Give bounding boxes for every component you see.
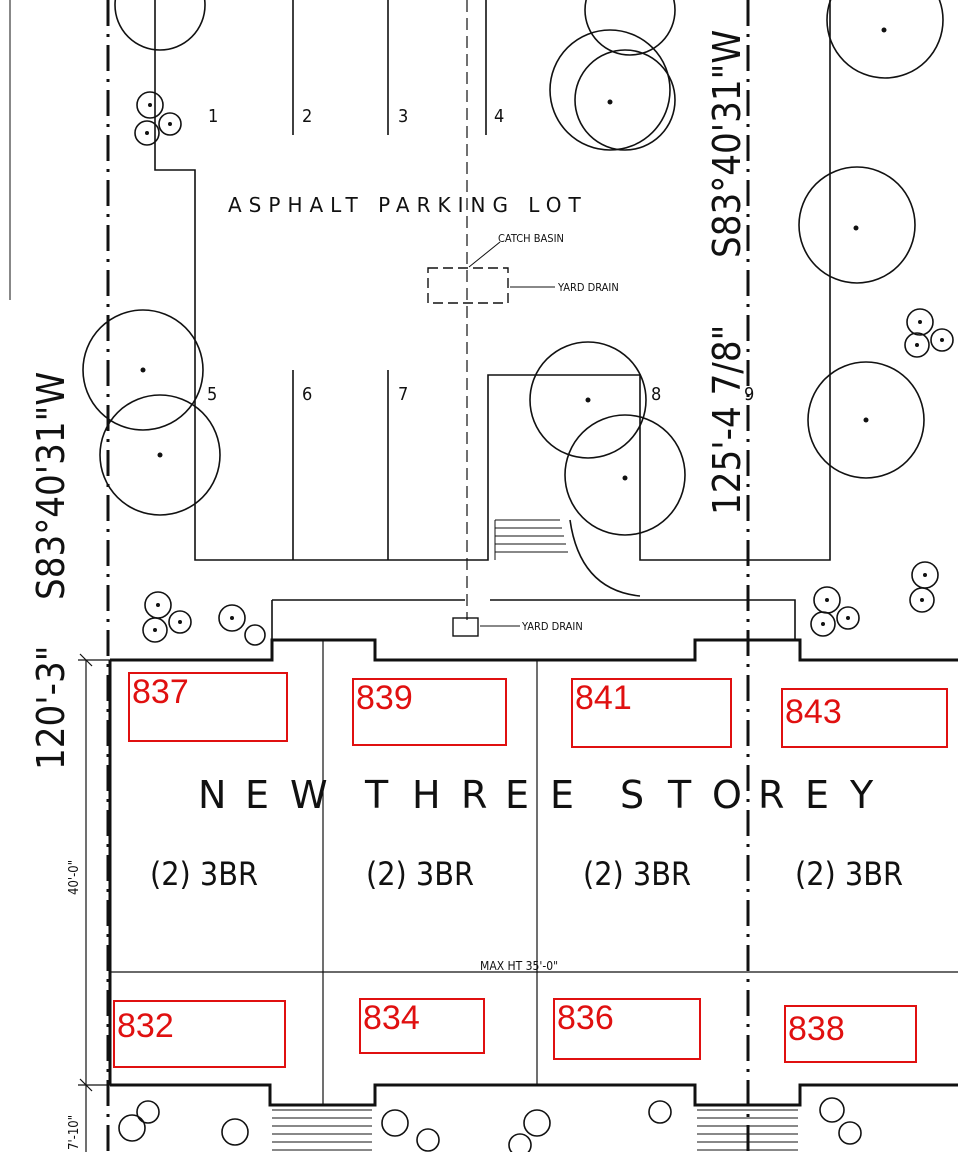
- yard-drain-label: YARD DRAIN: [557, 281, 619, 294]
- building-footprint: [108, 638, 958, 1151]
- tree-centers: [140, 27, 944, 632]
- unit-label: (2) 3BR: [583, 855, 691, 893]
- title-letter: O: [712, 773, 742, 817]
- left-length: 120'-3": [29, 646, 73, 770]
- stall-number: 5: [207, 384, 217, 405]
- catch-basin-label: CATCH BASIN: [498, 232, 564, 245]
- title-letter: E: [245, 773, 269, 817]
- address-number: 838: [788, 1010, 845, 1048]
- stall-dividers: [292, 0, 487, 560]
- address-label-839: 839: [352, 678, 507, 746]
- title-letter: T: [364, 773, 389, 817]
- title-letter: Y: [849, 773, 874, 817]
- unit-label: (2) 3BR: [795, 855, 903, 893]
- title-letter: S: [620, 773, 644, 817]
- title-letter: N: [198, 773, 226, 817]
- depth-dimension: 40'-0": [67, 860, 82, 895]
- left-bearing: S83°40'31"W: [29, 372, 73, 600]
- stall-number: 1: [208, 106, 218, 127]
- address-label-832: 832: [113, 1000, 286, 1068]
- yard-drain-label: YARD DRAIN: [521, 620, 583, 633]
- parking-lot-outline: [154, 0, 831, 640]
- address-number: 843: [785, 693, 842, 731]
- stall-number: 2: [302, 106, 312, 127]
- address-label-838: 838: [784, 1005, 917, 1063]
- stall-numbers: 1 2 3 4 5 6 7 8 9: [207, 106, 754, 405]
- address-number: 839: [356, 679, 413, 717]
- stall-number: 3: [398, 106, 408, 127]
- stall-number: 7: [398, 384, 408, 405]
- stall-number: 4: [494, 106, 504, 127]
- address-number: 836: [557, 999, 614, 1037]
- unit-labels: (2) 3BR (2) 3BR (2) 3BR (2) 3BR: [150, 855, 903, 893]
- drain-system: [427, 0, 555, 637]
- address-label-837: 837: [128, 672, 288, 742]
- parking-lot-label: ASPHALT PARKING LOT: [228, 193, 588, 217]
- dimension-line: [78, 653, 110, 1152]
- property-lines: [9, 0, 750, 1152]
- right-length: 125'-4 7/8": [705, 325, 749, 515]
- unit-label: (2) 3BR: [366, 855, 474, 893]
- address-label-843: 843: [781, 688, 948, 748]
- trees: [82, 0, 954, 1152]
- right-bearing: S83°40'31"W: [705, 30, 749, 258]
- unit-label: (2) 3BR: [150, 855, 258, 893]
- address-label-836: 836: [553, 998, 701, 1060]
- title-letter: E: [805, 773, 829, 817]
- title-letter: W: [290, 773, 328, 817]
- address-number: 841: [575, 679, 632, 717]
- address-number: 832: [117, 1007, 174, 1045]
- stall-number: 9: [744, 384, 754, 405]
- address-label-834: 834: [359, 998, 485, 1054]
- title-letter: R: [758, 773, 784, 817]
- stall-number: 6: [302, 384, 312, 405]
- title-letter: E: [505, 773, 529, 817]
- address-number: 837: [132, 673, 189, 711]
- max-height-label: MAX HT 35'-0": [480, 959, 558, 973]
- address-number: 834: [363, 999, 420, 1037]
- building-title: N E W T H R E E S T O R E Y: [198, 773, 874, 817]
- title-letter: R: [461, 773, 487, 817]
- title-letter: E: [550, 773, 574, 817]
- address-label-841: 841: [571, 678, 732, 748]
- stall-number: 8: [651, 384, 661, 405]
- setback-dimension: 7'-10": [67, 1115, 82, 1150]
- title-letter: T: [667, 773, 692, 817]
- title-letter: H: [412, 773, 441, 817]
